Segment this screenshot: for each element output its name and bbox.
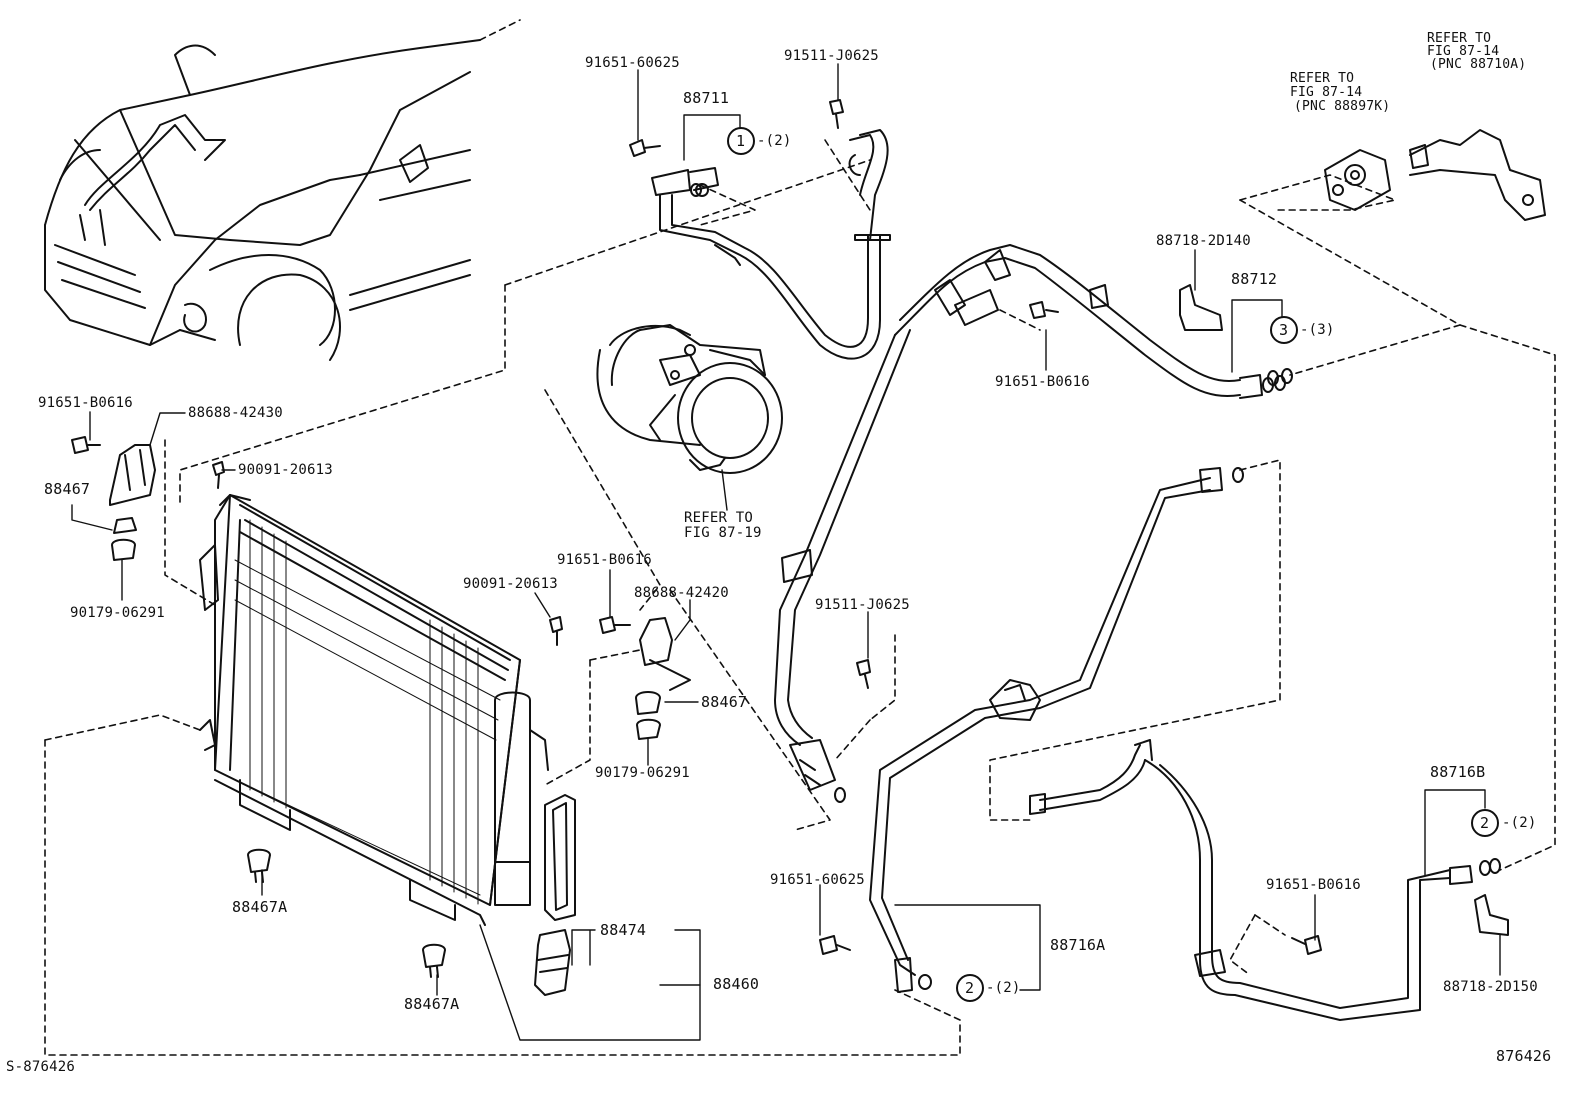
rubber-mounts [111,517,661,978]
qty-label-88712: -(3) [1300,322,1335,338]
part-label-90179-06291-left: 90179-06291 [70,605,165,621]
part-label-88460: 88460 [713,975,760,993]
dashed-leader-lines [44,19,1556,1056]
part-label-91651-60625-top: 91651-60625 [585,55,680,71]
part-label-88716a: 88716A [1050,936,1106,954]
refer-to-label-mid-right: REFER TO [1290,71,1355,86]
circle-label-2-bottom: 2 [965,979,975,997]
part-label-91651-b0616-left: 91651-B0616 [38,395,133,411]
part-label-88688-42420: 88688-42420 [634,585,729,601]
circle-label-1: 1 [736,132,746,150]
condenser-fins [234,519,501,905]
part-label-90091-20613-center: 90091-20613 [463,576,558,592]
refer-to-label-top-right: REFER TO [1427,31,1492,46]
part-label-88718-2d150: 88718-2D150 [1443,979,1538,995]
part-label-91511-j0625-top: 91511-J0625 [784,48,879,64]
drawing-number: 876426 [1496,1047,1552,1065]
liquid-tube-88716B [1029,739,1501,1021]
vehicle-outline [44,39,481,361]
brackets [109,444,691,691]
suction-hose [894,244,1286,399]
part-label-90091-20613-left: 90091-20613 [238,462,333,478]
part-label-91651-b0616-center: 91651-B0616 [557,552,652,568]
bolts [71,99,1322,955]
fig-87-14-label-mid-right: FIG 87-14 [1290,85,1363,100]
o-rings [690,183,1293,386]
pnc-88897k-label: (PNC 88897K) [1294,99,1391,114]
part-label-88718-2d140: 88718-2D140 [1156,233,1251,249]
refer-to-label-bottom: REFER TO [684,510,754,526]
part-label-88474: 88474 [600,921,647,939]
qty-label-88716b: -(2) [1502,815,1537,831]
part-label-88716b: 88716B [1430,763,1486,781]
discharge-hose-88711 [651,129,891,360]
qty-label-88711: -(2) [757,133,792,149]
liquid-tube-88716A [869,467,1244,993]
circle-label-3: 3 [1279,321,1289,339]
part-label-88688-42430: 88688-42430 [188,405,283,421]
label-leaders [71,63,1501,1041]
clamps [1179,284,1509,936]
part-label-88467-left: 88467 [44,480,91,498]
part-label-91651-b0616-bottom: 91651-B0616 [1266,877,1361,893]
circle-label-2-right: 2 [1480,814,1490,832]
fig-87-14-label-top-right: FIG 87-14 [1427,44,1500,59]
part-label-88467-center: 88467 [701,693,748,711]
low-pressure-hose [774,329,911,803]
qty-label-88716a: -(2) [986,980,1021,996]
sheet-code: S-876426 [6,1059,76,1075]
condenser [199,494,549,926]
part-label-91511-j0625-mid: 91511-J0625 [815,597,910,613]
part-label-88711: 88711 [683,89,730,107]
ac-compressor [596,324,783,511]
filter-dryer [534,794,576,996]
part-label-91651-b0616-mid: 91651-B0616 [995,374,1090,390]
part-label-88712: 88712 [1231,270,1278,288]
part-label-91651-60625-bottom: 91651-60625 [770,872,865,888]
part-label-88467a-upper: 88467A [232,898,288,916]
part-label-88467a-lower: 88467A [404,995,460,1013]
external-refer-parts [1324,129,1546,221]
pnc-88710a-label: (PNC 88710A) [1430,57,1527,72]
fig-87-19-label: FIG 87-19 [684,525,762,541]
part-label-90179-06291-center: 90179-06291 [595,765,690,781]
circle-markers [727,127,1499,1002]
